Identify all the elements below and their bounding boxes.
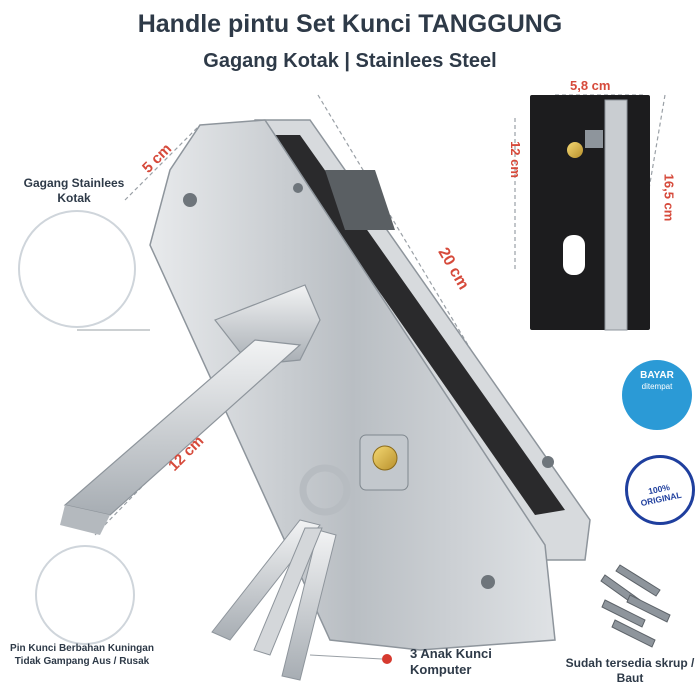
pin-callout-circle <box>35 545 135 645</box>
cylinder-and-keys <box>211 434 409 681</box>
callout-pin: Pin Kunci Berbahan Kuningan Tidak Gampan… <box>10 643 154 667</box>
screws-icon <box>600 564 671 648</box>
original-text: 100% ORIGINAL <box>639 481 683 509</box>
bayar-ditempat-badge: BAYAR ditempat <box>622 360 692 430</box>
original-badge: 100% ORIGINAL <box>625 455 695 525</box>
callout-keys: 3 Anak Kunci Komputer <box>410 646 492 678</box>
callout-skrup: Sudah tersedia skrup / Baut <box>565 656 695 685</box>
page-subtitle: Gagang Kotak | Stainlees Steel <box>203 50 497 72</box>
bayar-title: BAYAR <box>640 370 674 381</box>
callout-gagang: Gagang Stainlees Kotak <box>23 176 125 205</box>
keys-connector-line <box>309 654 383 660</box>
keys-dot <box>382 654 392 664</box>
dimension-lockbody-width: 5,8 cm <box>570 78 611 93</box>
lock-body <box>530 95 650 331</box>
lever-handle <box>60 284 321 535</box>
bayar-sub: ditempat <box>641 382 673 391</box>
dimension-lockbody-height: 12 cm <box>507 141 523 178</box>
page-title: Handle pintu Set Kunci TANGGUNG <box>137 10 563 38</box>
front-plate <box>149 119 556 651</box>
dimension-lockbody-total: 16,5 cm <box>661 173 677 222</box>
handle-callout-circle <box>18 210 136 328</box>
